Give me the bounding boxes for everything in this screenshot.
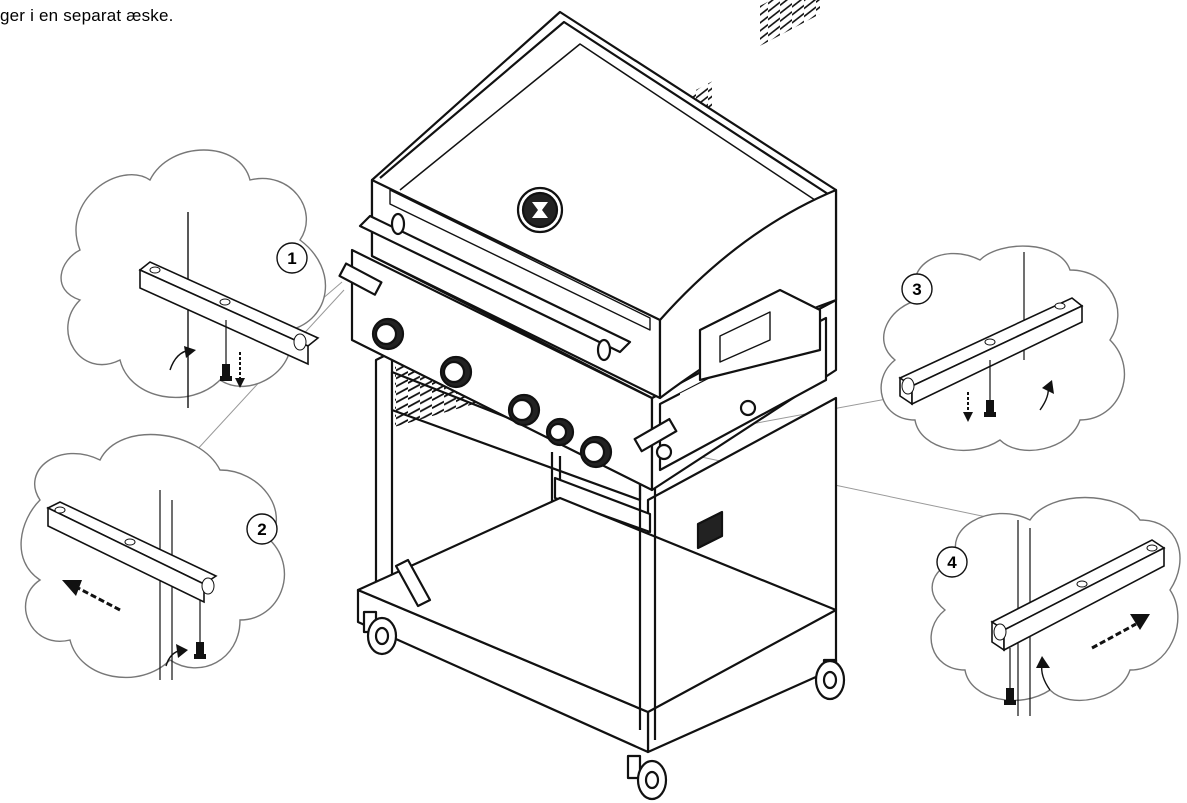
direction-arrow-icon bbox=[963, 412, 973, 422]
callout-1: 1 bbox=[60, 149, 327, 408]
screw-icon bbox=[984, 400, 996, 417]
direction-arrow-icon bbox=[176, 644, 188, 658]
brand-emblem-icon bbox=[516, 186, 564, 234]
control-knobs bbox=[371, 317, 613, 469]
direction-arrow-icon bbox=[1130, 614, 1150, 630]
instruction-text: ger i en separat æske. bbox=[0, 6, 174, 25]
direction-arrow-icon bbox=[1036, 656, 1050, 668]
screw-icon bbox=[220, 364, 232, 381]
callout-number-3: 3 bbox=[912, 280, 921, 299]
callout-number-1: 1 bbox=[287, 249, 296, 268]
callout-number-2: 2 bbox=[257, 520, 266, 539]
gas-grill-illustration bbox=[338, 0, 846, 801]
direction-arrow-icon bbox=[62, 580, 82, 596]
callout-4: 4 bbox=[930, 496, 1181, 716]
direction-arrow-icon bbox=[235, 378, 245, 388]
direction-arrow-icon bbox=[184, 346, 196, 358]
screw-icon bbox=[194, 642, 206, 659]
callout-number-4: 4 bbox=[947, 553, 957, 572]
callout-3: 3 bbox=[880, 245, 1126, 452]
direction-arrow-icon bbox=[1042, 380, 1054, 394]
screw-icon bbox=[1004, 688, 1016, 705]
callout-2: 2 bbox=[20, 433, 286, 680]
caster-wheels bbox=[362, 610, 846, 801]
grill-front-leg bbox=[374, 350, 394, 608]
